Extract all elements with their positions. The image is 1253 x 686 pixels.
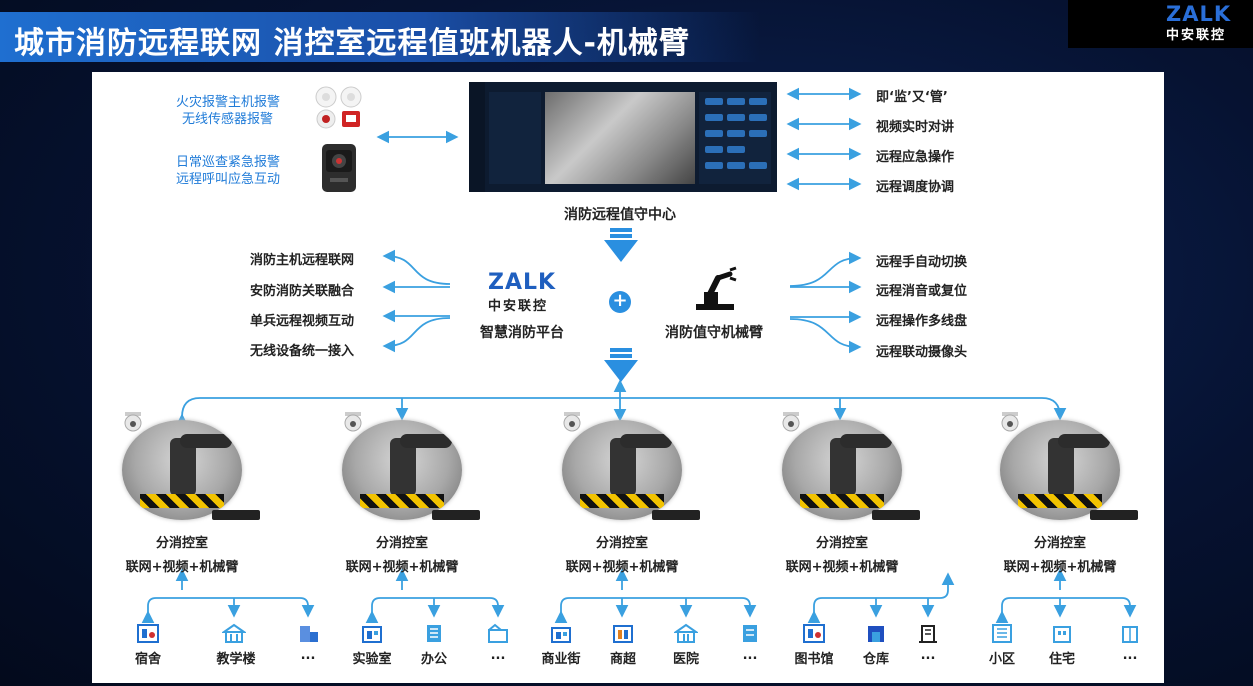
building-label: 教学楼 <box>216 652 256 667</box>
robot-arm-photo <box>1000 420 1120 520</box>
branch-desc: 联网+视频+机械臂 <box>565 560 679 575</box>
building-icon <box>743 625 757 642</box>
dome-camera-icon <box>124 412 142 432</box>
label-mute-reset: 远程消音或复位 <box>876 284 968 299</box>
platform-logo-chinese: 中安联控 <box>488 299 549 314</box>
supermarket-icon <box>613 625 633 643</box>
branch-desc: 联网+视频+机械臂 <box>125 560 239 575</box>
label-host-networking: 消防主机远程联网 <box>250 253 355 268</box>
platform-logo-wordmark: ZALK <box>488 270 557 295</box>
building-label: ... <box>742 648 758 663</box>
screen-left-pane <box>489 92 541 184</box>
recorder-device <box>212 510 260 520</box>
branch-name: 分消控室 <box>595 536 649 551</box>
residential-area-icon <box>992 624 1012 643</box>
commercial-street-icon <box>551 627 571 643</box>
robot-arm-photo <box>122 420 242 520</box>
building-label: 商业街 <box>541 652 581 667</box>
building-label: ... <box>1122 648 1138 663</box>
building-label: ... <box>300 648 316 663</box>
label-video-intercom: 视频实时对讲 <box>876 120 955 135</box>
label-daily-patrol: 日常巡查紧急报警 <box>176 155 281 170</box>
logo-chinese-name: 中安联控 <box>1166 28 1227 43</box>
branch-desc: 联网+视频+机械臂 <box>1003 560 1117 575</box>
page-title: 城市消防远程联网 消控室远程值班机器人-机械臂 <box>14 26 690 61</box>
branch-desc: 联网+视频+机械臂 <box>785 560 899 575</box>
robot-arm-photo <box>782 420 902 520</box>
building-label: ... <box>920 648 936 663</box>
building-label: 图书馆 <box>794 652 834 667</box>
building-icon <box>300 626 318 642</box>
building-label: 医院 <box>672 652 700 667</box>
label-linked-camera: 远程联动摄像头 <box>876 345 968 360</box>
branch-name: 分消控室 <box>1033 536 1087 551</box>
branch-name: 分消控室 <box>815 536 869 551</box>
building-label: 办公 <box>420 652 448 667</box>
library-icon <box>803 624 825 643</box>
dome-camera-icon <box>782 412 800 432</box>
dormitory-icon <box>137 624 159 643</box>
title-bar <box>0 12 760 62</box>
branch-name: 分消控室 <box>155 536 209 551</box>
recorder-device <box>872 510 920 520</box>
dome-camera-icon <box>1001 412 1019 432</box>
label-multi-line-panel: 远程操作多线盘 <box>876 314 968 329</box>
hospital-icon <box>674 623 698 643</box>
building-label: 实验室 <box>352 652 392 667</box>
warehouse-icon <box>868 626 884 642</box>
recorder-device <box>1090 510 1138 520</box>
building-label: 商超 <box>609 652 637 667</box>
screen-control-pane <box>699 92 771 184</box>
robot-arm-icon <box>696 266 737 310</box>
school-building-icon <box>222 623 246 643</box>
plus-icon <box>609 291 631 313</box>
recorder-device <box>652 510 700 520</box>
robot-arm-photo <box>562 420 682 520</box>
center-label: 消防远程值守中心 <box>564 207 676 223</box>
branch-desc: 联网+视频+机械臂 <box>345 560 459 575</box>
building-icon <box>488 623 508 643</box>
screen-sidebar <box>469 82 485 192</box>
label-auto-switch: 远程手自动切换 <box>876 255 968 270</box>
label-wireless-sensor: 无线传感器报警 <box>182 112 274 127</box>
building-label: 住宅 <box>1048 652 1076 667</box>
label-monitor-manage: 即‘监’又‘管’ <box>876 90 948 105</box>
logo-wordmark: ZALK <box>1166 2 1232 26</box>
label-security-fusion: 安防消防关联融合 <box>250 284 355 299</box>
body-camera-icon <box>322 144 356 192</box>
label-emergency-operation: 远程应急操作 <box>876 150 955 165</box>
building-label: 宿舍 <box>134 652 162 667</box>
dome-camera-icon <box>344 412 362 432</box>
building-label: ... <box>490 648 506 663</box>
label-dispatch-coordination: 远程调度协调 <box>876 180 955 195</box>
dome-camera-icon <box>563 412 581 432</box>
logo-container <box>1068 0 1253 48</box>
label-single-soldier-video: 单兵远程视频互动 <box>250 314 355 329</box>
building-icon <box>1122 626 1138 643</box>
monitoring-center-screen <box>469 82 777 192</box>
office-icon <box>427 625 441 642</box>
robot-arm-label: 消防值守机械臂 <box>665 325 763 341</box>
residence-icon <box>1053 626 1071 643</box>
robot-arm-photo <box>342 420 462 520</box>
building-label: 仓库 <box>862 652 890 667</box>
building-icon <box>919 625 937 643</box>
screen-video-feed <box>545 92 695 184</box>
building-label: 小区 <box>988 652 1016 667</box>
label-fire-alarm-host: 火灾报警主机报警 <box>176 95 281 110</box>
branch-name: 分消控室 <box>375 536 429 551</box>
label-remote-call: 远程呼叫应急互动 <box>176 172 281 187</box>
plus-sign: + <box>612 290 628 311</box>
platform-label: 智慧消防平台 <box>480 325 564 341</box>
label-wireless-access: 无线设备统一接入 <box>250 344 355 359</box>
recorder-device <box>432 510 480 520</box>
smoke-detector-icon <box>315 86 362 129</box>
laboratory-icon <box>362 626 382 643</box>
